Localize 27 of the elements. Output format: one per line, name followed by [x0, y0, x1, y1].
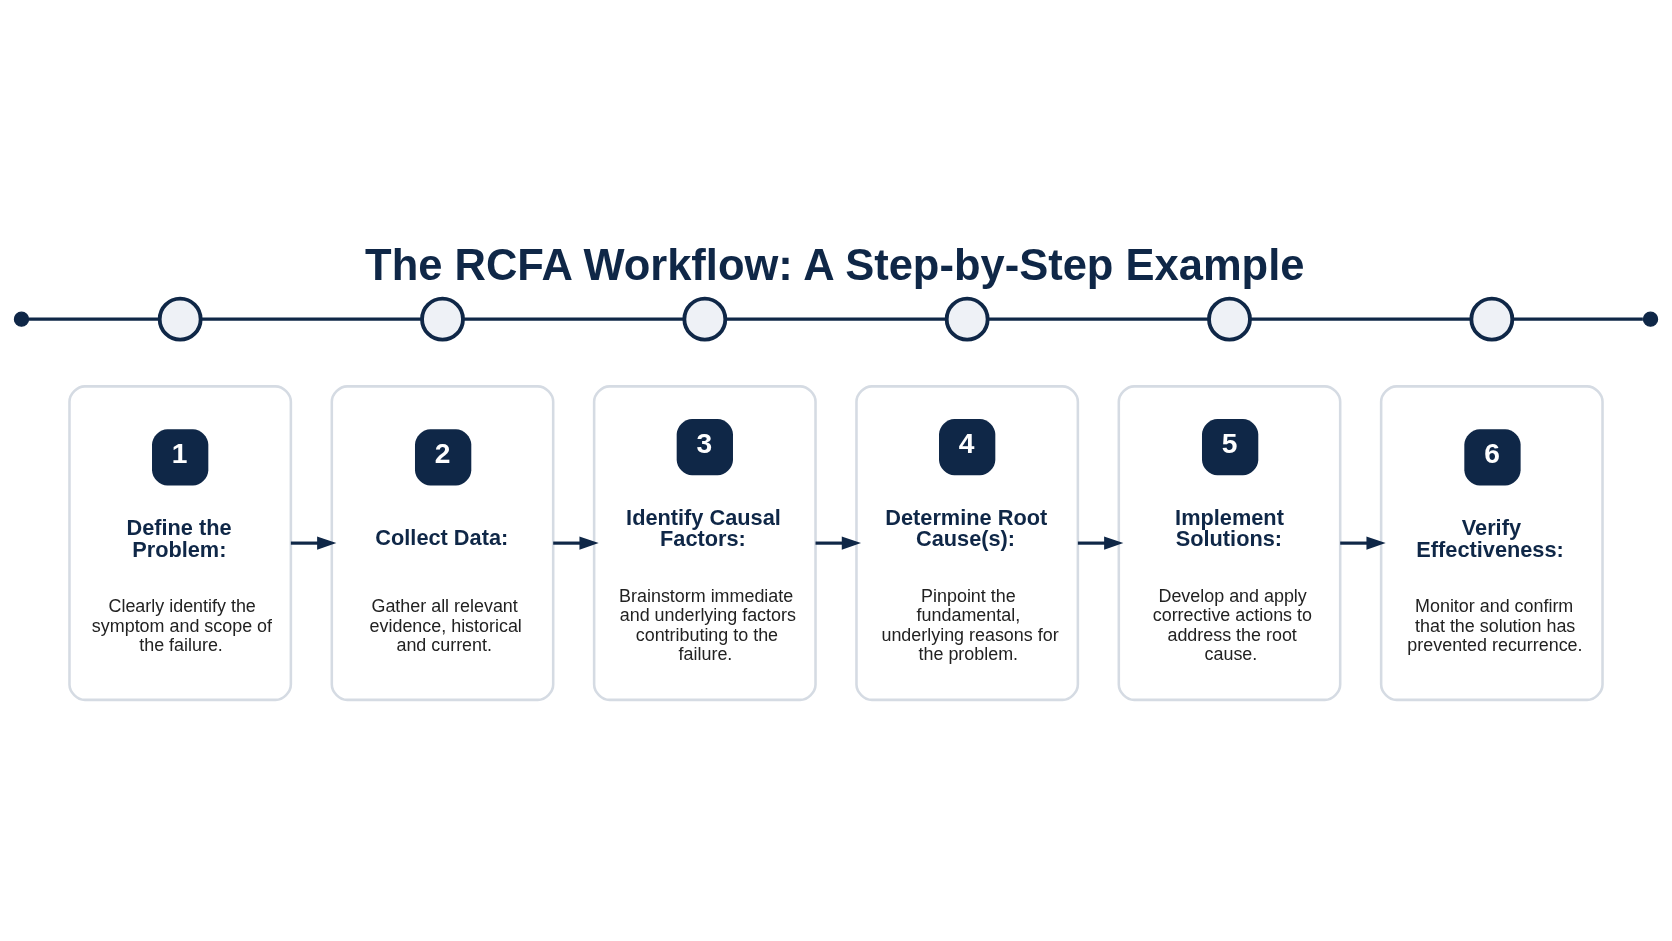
node-circle	[420, 296, 465, 342]
node-circle	[944, 296, 990, 342]
connector	[725, 317, 947, 321]
node-box: 1 Define the Problem: Clearly identify the symptom and scope of the failure.	[68, 385, 293, 702]
node-circle	[13, 311, 30, 327]
connector	[1250, 317, 1472, 321]
arrow	[1340, 536, 1386, 550]
connector	[463, 317, 685, 321]
node-circle	[682, 296, 728, 342]
connector	[1512, 317, 1643, 321]
node-circle	[157, 296, 203, 342]
arrow	[1077, 536, 1124, 550]
node-box: 3 Identify Causal Factors: Brainstorm immediate and underlying factors contributing to the failure.	[592, 385, 817, 702]
arrow	[815, 536, 862, 550]
connector	[28, 317, 160, 321]
node-box: 2 Collect Data: Gather all relevant evidence, historical and current.	[330, 385, 555, 702]
connector	[987, 317, 1209, 321]
node-circle	[1207, 296, 1252, 342]
connector	[201, 317, 422, 321]
arrow	[553, 536, 599, 550]
arrow	[290, 536, 337, 550]
node-box: 5 Implement Solutions: Develop and apply corrective actions to address the root cause.	[1117, 385, 1342, 702]
node-circle	[1469, 296, 1515, 342]
diagram-title: The RCFA Workflow: A Step-by-Step Example	[365, 240, 1305, 289]
node-box: 6 Verify Effectiveness: Monitor and confirm that the solution has prevented recurrence.	[1379, 385, 1604, 702]
node-box: 4 Determine Root Cause(s): Pinpoint the fundamental, underlying reasons for the problem.	[855, 385, 1080, 702]
node-circle	[1642, 311, 1659, 327]
